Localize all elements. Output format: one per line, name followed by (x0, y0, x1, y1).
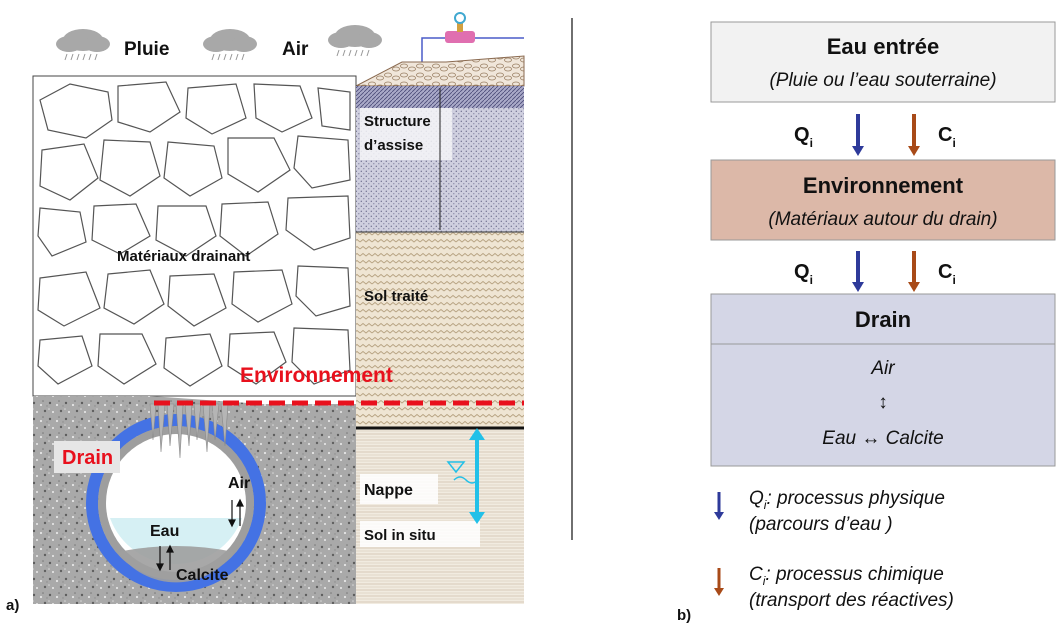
panel-a: Pluie Air (6, 12, 525, 614)
treated-soil-label: Sol traité (364, 288, 428, 305)
treated-soil-layer (356, 232, 524, 428)
pipe-calcite-label: Calcite (176, 567, 229, 584)
input-water-subtitle: (Pluie ou l’eau souterraine) (769, 70, 996, 91)
rain-cloud-icon (203, 29, 257, 61)
c-flow-label: Ci (938, 261, 956, 287)
legend-q-line1: Qi: processus physique (749, 488, 945, 512)
legend-c-line1: Ci: processus chimique (749, 564, 944, 588)
panel-b: Eau entrée (Pluie ou l’eau souterraine) … (677, 21, 1056, 624)
water-exchange-arrows (156, 544, 174, 572)
q-flow-label: Qi (794, 261, 813, 287)
water-table-level-icon (446, 428, 485, 524)
rain-label: Pluie (124, 39, 169, 60)
environment-box-subtitle: (Matériaux autour du drain) (768, 209, 997, 230)
pipe-water-label: Eau (150, 523, 179, 540)
calcite-deposit (118, 546, 234, 583)
water-table-label: Nappe (364, 482, 413, 499)
air-exchange-arrows (228, 498, 244, 528)
rain-cloud-icon (328, 25, 382, 57)
in-situ-label: Sol in situ (364, 527, 436, 544)
pump-icon (421, 12, 524, 62)
drain-box-updown-icon: ↕ (878, 392, 888, 413)
drain-box (710, 293, 1056, 467)
draining-material-block (32, 75, 357, 397)
drain-box-title: Drain (855, 307, 911, 332)
q-flow-label: Qi (794, 124, 813, 150)
embankment-cap (355, 55, 525, 87)
c-arrowhead (908, 146, 920, 156)
legend-c-line2: (transport des réactives) (749, 590, 954, 611)
environment-box (710, 159, 1056, 241)
c-flow-label: Ci (938, 124, 956, 150)
q-arrowhead (852, 282, 864, 292)
weather-row: Pluie Air (56, 25, 382, 61)
panel-b-label: b) (677, 607, 691, 624)
input-water-title: Eau entrée (827, 34, 940, 59)
legend: Qi: processus physique (parcours d’eau )… (714, 488, 954, 611)
q-arrowhead (852, 146, 864, 156)
legend-q-line2: (parcours d’eau ) (749, 514, 893, 535)
pipe-ring (86, 414, 266, 592)
input-water-box (710, 21, 1056, 103)
flow-arrows-top: Qi Ci (794, 114, 956, 156)
drain-box-exchange: Eau ↔ Calcite (822, 428, 943, 449)
environment-label: Environnement (240, 364, 393, 387)
c-arrowhead (908, 282, 920, 292)
flow-arrows-bottom: Qi Ci (794, 251, 956, 292)
pipe-air-label: Air (228, 475, 250, 492)
draining-material-label: Matériaux drainant (117, 248, 250, 265)
draining-material-cells (37, 81, 351, 387)
air-label-top: Air (282, 39, 309, 60)
legend-q-arrowhead (714, 512, 724, 520)
in-situ-label-box (360, 521, 480, 547)
base-structure-label-line1: Structure (364, 113, 431, 130)
drain-label: Drain (62, 447, 113, 469)
drain-label-box (54, 441, 120, 473)
rain-cloud-icon (56, 29, 110, 61)
base-structure-label-box (360, 108, 452, 160)
in-situ-soil-layer (356, 428, 524, 604)
drain-box-air: Air (870, 358, 895, 379)
legend-c-arrowhead (714, 588, 724, 596)
water-table-label-box (360, 474, 438, 504)
environment-box-title: Environnement (803, 173, 964, 198)
base-structure-label-line2: d’assise (364, 137, 423, 154)
panel-a-label: a) (6, 597, 19, 614)
